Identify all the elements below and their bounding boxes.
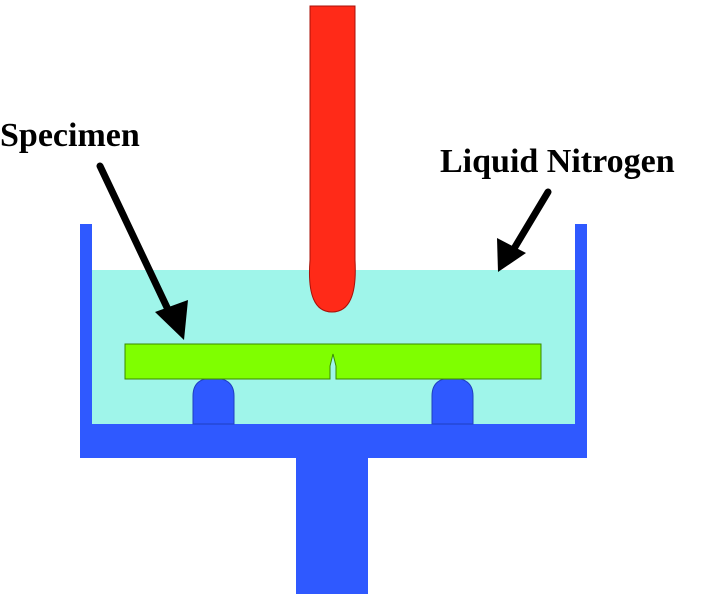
left-support	[192, 377, 235, 425]
pedestal-stem	[296, 458, 368, 594]
striker	[308, 5, 356, 313]
nitrogen-container	[80, 224, 587, 458]
liquid-nitrogen-arrow	[497, 188, 552, 272]
specimen-bar	[124, 343, 542, 380]
right-support	[431, 377, 474, 425]
specimen-label: Specimen	[0, 117, 140, 154]
liquid-nitrogen-label: Liquid Nitrogen	[440, 143, 675, 180]
specimen-arrow	[96, 162, 188, 340]
